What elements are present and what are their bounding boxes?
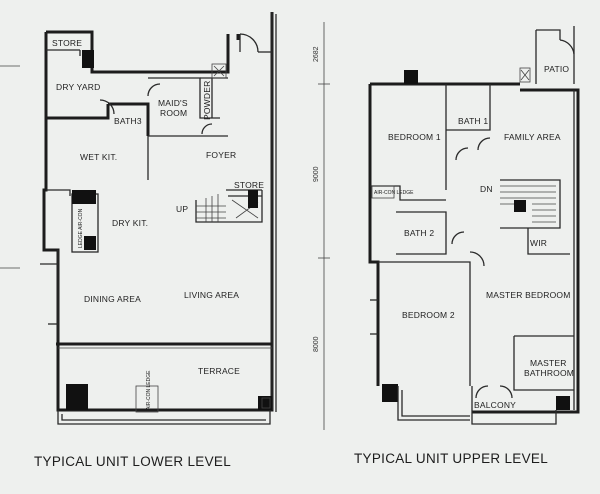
room-label-bath2: BATH 2 <box>404 228 434 238</box>
stair-treads <box>500 185 556 223</box>
room-label-dining-area: DINING AREA <box>84 294 141 304</box>
room-label-terrace: TERRACE <box>198 366 240 376</box>
balcony-outline <box>471 386 557 425</box>
bath3-door <box>99 99 115 115</box>
maids-door <box>147 83 161 97</box>
column <box>84 236 96 250</box>
room-label-aircon-ledge: AIR-CON LEDGE <box>374 190 414 196</box>
patio-walls <box>535 26 575 84</box>
column <box>556 396 570 410</box>
room-label-bath1: BATH 1 <box>458 116 488 126</box>
room-label-patio: PATIO <box>544 64 569 74</box>
powder-window-x <box>213 65 225 77</box>
room-label-up: UP <box>176 204 188 214</box>
terrace-window <box>261 397 271 409</box>
lower-outer-wall <box>42 12 274 412</box>
bath2-door <box>451 231 465 245</box>
patio-door <box>559 39 575 55</box>
stair-treads <box>196 194 226 222</box>
room-label-maids-room-2: ROOM <box>160 108 187 118</box>
aircon-ledge-box <box>135 385 159 413</box>
room-label-bath3: BATH3 <box>114 116 142 126</box>
patio-window <box>519 67 531 83</box>
powder-window <box>211 63 227 79</box>
column <box>82 50 94 68</box>
room-label-master-bedroom: MASTER BEDROOM <box>486 290 571 300</box>
dimension-top: 2682 <box>313 46 320 62</box>
room-label-dry-yard: DRY YARD <box>56 82 100 92</box>
caption-upper-level: TYPICAL UNIT UPPER LEVEL <box>354 451 548 466</box>
room-label-master-bathroom: MASTER <box>530 358 567 368</box>
room-label-wet-kit: WET KIT. <box>80 152 117 162</box>
bedroom2-walls <box>378 261 471 386</box>
aircon-ledge-box <box>371 185 395 199</box>
room-label-master-bathroom-2: BATHROOM <box>524 368 574 378</box>
dry-yard-wall <box>46 102 150 136</box>
room-label-aircon-ledge: AIR-CON LEDGE <box>146 370 152 410</box>
room-label-wir: WIR <box>530 238 547 248</box>
column <box>248 190 258 208</box>
bath1-door <box>477 137 491 151</box>
terrace-planter <box>57 410 271 425</box>
room-label-maids-room: MAID'S <box>158 98 188 108</box>
dimension-bottom: 8000 <box>313 336 320 352</box>
column <box>514 200 526 212</box>
lower-level-plan: STORE DRY YARD BATH3 MAID'S ROOM POWDER … <box>40 12 277 425</box>
room-label-family-area: FAMILY AREA <box>504 132 561 142</box>
master-bedroom-door <box>469 251 485 267</box>
master-bathroom-walls <box>513 335 574 391</box>
room-label-balcony: BALCONY <box>474 400 516 410</box>
room-label-powder: POWDER <box>202 81 212 120</box>
room-label-dn: DN <box>480 184 493 194</box>
wir-wall <box>527 228 570 255</box>
room-label-foyer: FOYER <box>206 150 236 160</box>
bath1-walls <box>445 84 491 190</box>
maids-room-wall <box>148 77 220 119</box>
column <box>72 190 96 204</box>
upper-level-plan: PATIO BEDROOM 1 BATH 1 FAMILY AREA AIR-C… <box>368 26 580 425</box>
column <box>404 70 418 84</box>
room-label-living-area: LIVING AREA <box>184 290 239 300</box>
column <box>66 384 88 410</box>
store-top-wall <box>46 49 81 56</box>
column <box>258 396 272 410</box>
dimension-middle: 9000 <box>313 166 320 182</box>
balcony-doors <box>475 385 513 399</box>
column <box>382 384 398 402</box>
wet-kit-wall <box>46 189 71 196</box>
room-label-bedroom1: BEDROOM 1 <box>388 132 441 142</box>
bedroom2-planter <box>397 386 470 421</box>
bath2-walls <box>396 211 447 255</box>
room-label-store: STORE <box>52 38 82 48</box>
entry-door <box>239 33 259 53</box>
stair-outline <box>500 179 561 229</box>
dimension-line: 2682 9000 8000 <box>313 22 330 430</box>
bedroom1-door <box>455 147 469 161</box>
room-label-store-stair: STORE <box>234 180 264 190</box>
patio-window-x <box>520 69 530 81</box>
caption-lower-level: TYPICAL UNIT LOWER LEVEL <box>34 454 231 469</box>
stair-outline <box>195 190 263 223</box>
room-label-bedroom2: BEDROOM 2 <box>402 310 455 320</box>
powder-door <box>201 123 213 135</box>
room-label-ledge-aircon: LEDGE AIR-CON <box>78 208 84 248</box>
upper-outer-wall <box>368 82 580 414</box>
room-label-dry-kit: DRY KIT. <box>112 218 148 228</box>
